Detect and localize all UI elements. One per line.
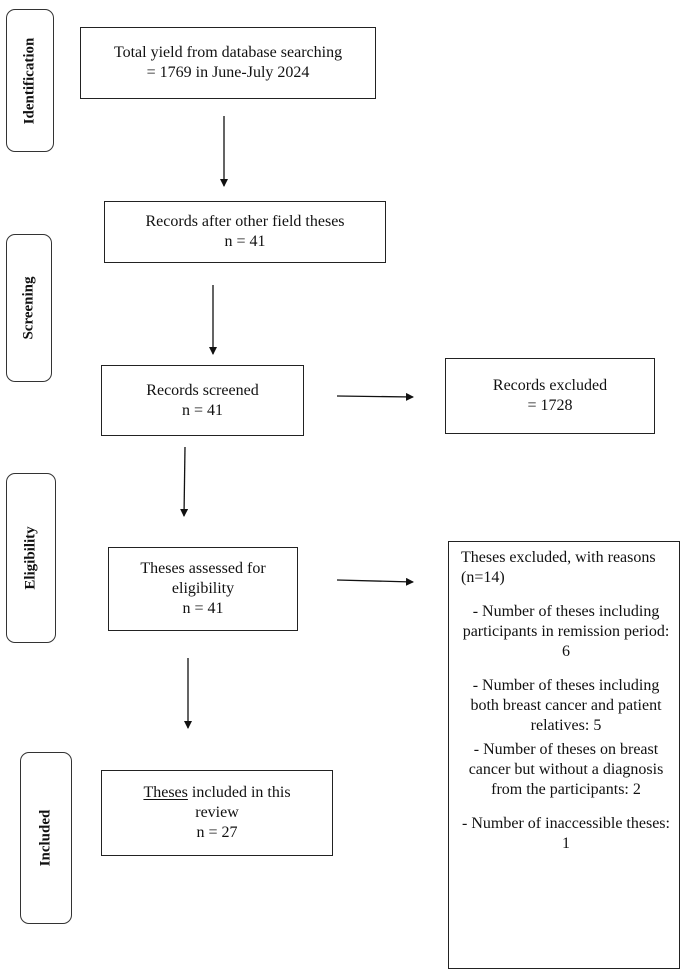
theses-assessed-line2: eligibility bbox=[171, 580, 235, 597]
database-search-box: Total yield from database searching = 17… bbox=[80, 27, 376, 99]
theses-word: Theses bbox=[143, 784, 188, 801]
theses-assessed-line3: n = 41 bbox=[182, 600, 224, 617]
theses-included-box: Theses included in this review n = 27 bbox=[101, 770, 333, 856]
stage-eligibility: Eligibility bbox=[6, 473, 56, 643]
theses-included-line1: Theses included in this bbox=[143, 783, 290, 803]
records-screened-line2: n = 41 bbox=[181, 401, 224, 419]
database-search-line1: Total yield from database searching bbox=[113, 44, 343, 61]
exclusion-reason-no-diagnosis: - Number of theses on breast cancer but … bbox=[468, 741, 664, 798]
theses-excluded-heading: Theses excluded, with reasons (n=14) bbox=[461, 549, 656, 586]
records-excluded-line1: Records excluded bbox=[492, 377, 608, 394]
exclusion-reason-inaccessible: - Number of inaccessible theses: 1 bbox=[462, 815, 670, 852]
arrow-screened-to-excluded bbox=[336, 392, 414, 401]
other-field-box: Records after other field theses n = 41 bbox=[104, 201, 386, 263]
theses-excluded-box: Theses excluded, with reasons (n=14) - N… bbox=[448, 541, 680, 969]
theses-included-line1-rest: included in this bbox=[187, 784, 291, 801]
theses-assessed-box: Theses assessed for eligibility n = 41 bbox=[108, 547, 298, 631]
theses-assessed-line1: Theses assessed for bbox=[140, 560, 266, 577]
stage-identification: Identification bbox=[6, 9, 54, 152]
records-screened-box: Records screened n = 41 bbox=[101, 365, 304, 436]
exclusion-reason-remission: - Number of theses including participant… bbox=[462, 603, 670, 660]
theses-included-line3: n = 27 bbox=[196, 824, 238, 841]
database-search-line2: = 1769 in June-July 2024 bbox=[146, 64, 310, 81]
exclusion-reason-relatives: - Number of theses including both breast… bbox=[470, 677, 662, 734]
records-screened-line1: Records screened bbox=[146, 381, 259, 399]
stage-screening: Screening bbox=[6, 234, 52, 382]
stage-included: Included bbox=[20, 752, 72, 924]
theses-included-line2: review bbox=[195, 804, 239, 821]
other-field-line2: n = 41 bbox=[224, 233, 266, 250]
arrow-assessed-to-theses-excluded bbox=[336, 577, 414, 586]
records-excluded-line2: = 1728 bbox=[527, 397, 573, 414]
arrow-screened-to-assessed bbox=[180, 446, 189, 517]
records-excluded-box: Records excluded = 1728 bbox=[445, 358, 655, 434]
other-field-line1: Records after other field theses bbox=[145, 213, 345, 230]
